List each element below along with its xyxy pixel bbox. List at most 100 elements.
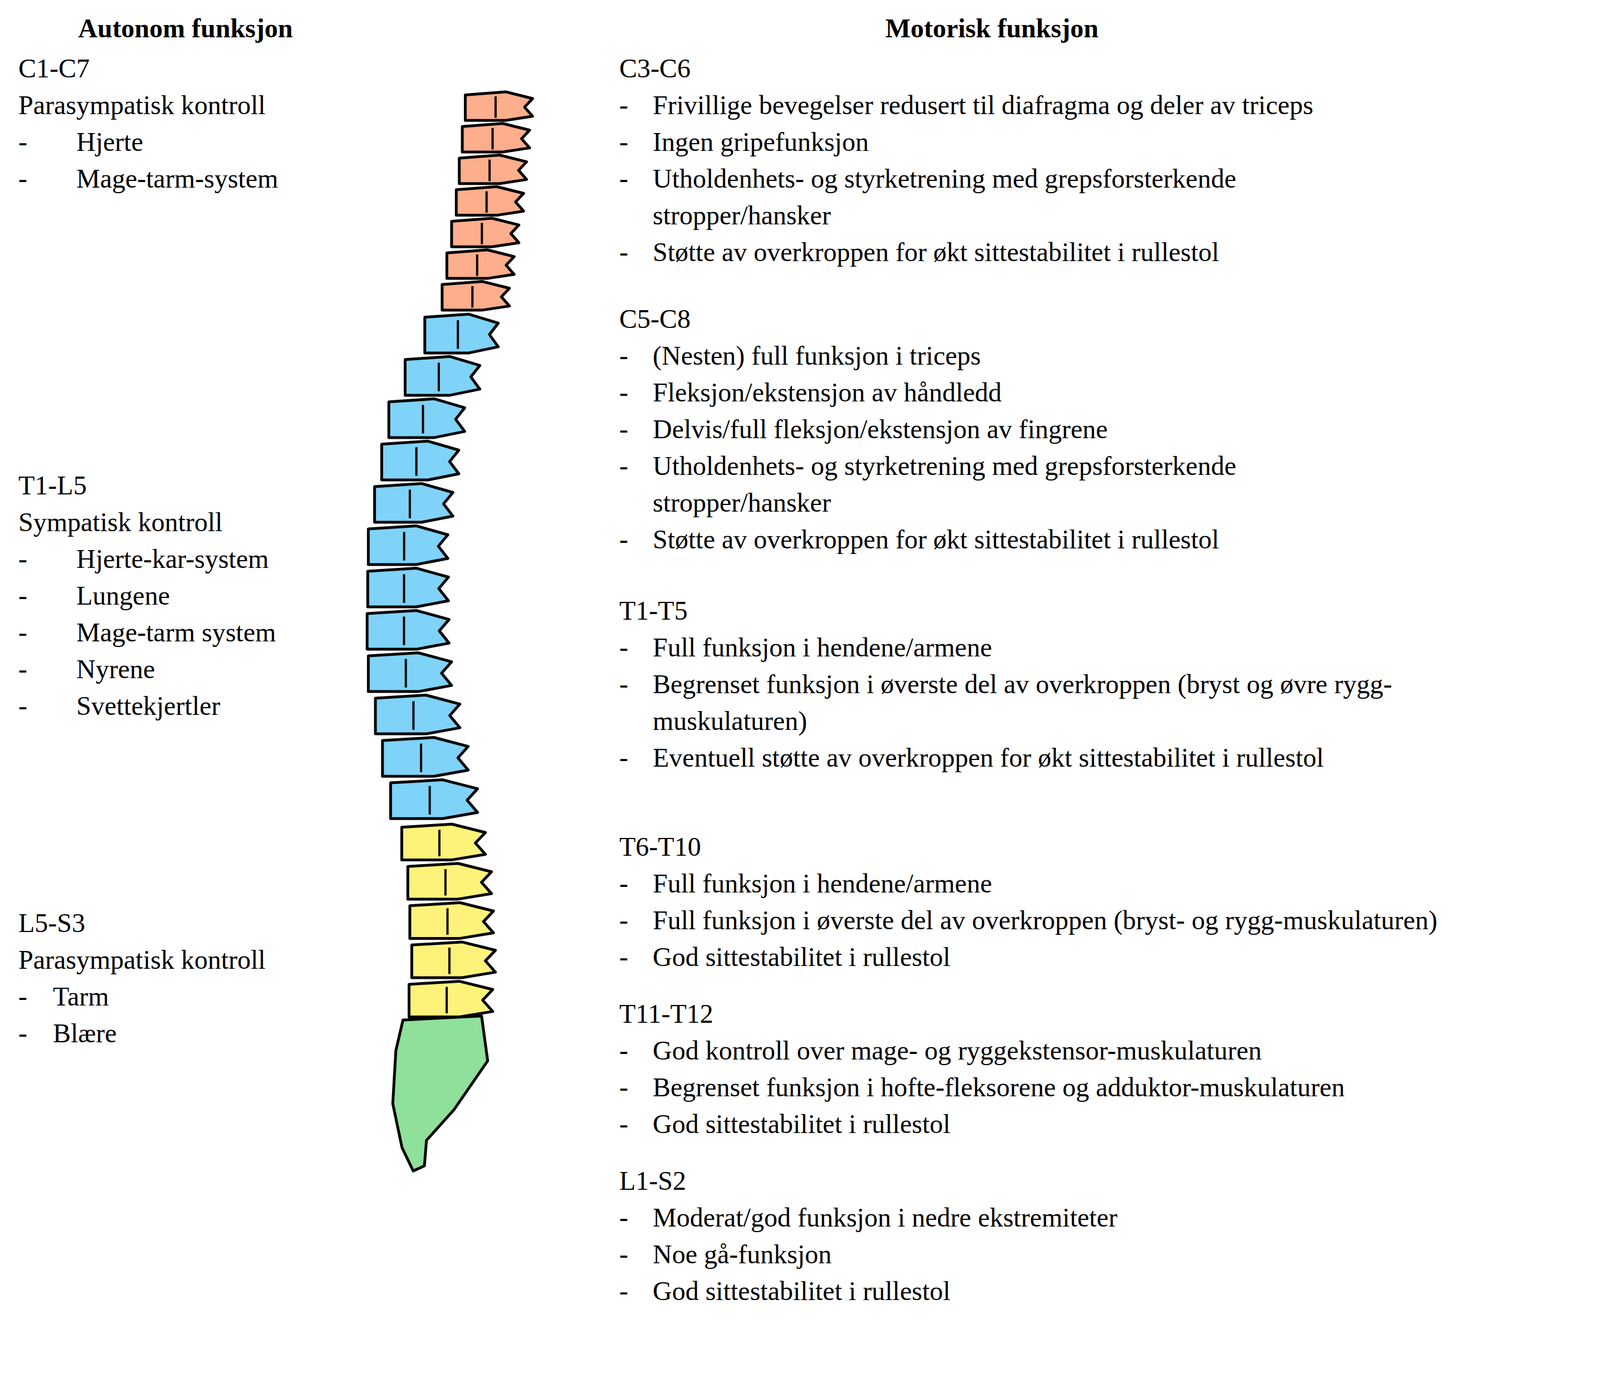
vertebra-line — [428, 786, 432, 815]
vertebra — [381, 441, 459, 481]
list-text: Fleksjon/ekstensjon av håndledd — [652, 374, 1002, 411]
list-text: T6-T10 — [619, 828, 702, 866]
list-text: Moderat/god funksjon i nedre ekstremitet… — [652, 1199, 1118, 1237]
vertebra-line — [408, 489, 411, 518]
vertebra-line — [446, 908, 449, 936]
vertebra-line — [412, 701, 415, 731]
vertebra — [411, 942, 496, 978]
list-text: Noe gå-funksjon — [652, 1236, 832, 1274]
list-item: Begrenset funksjon i øverste del av over… — [652, 666, 1461, 740]
bullet-dash: - — [619, 1032, 629, 1070]
vertebra — [409, 902, 494, 939]
bullet-dash: - — [619, 902, 629, 939]
vertebra-line — [471, 286, 474, 308]
bullet-dash: - — [619, 865, 629, 903]
vertebra — [367, 568, 449, 608]
vertebra-line — [444, 869, 447, 896]
vertebra-line — [403, 531, 406, 561]
bullet-dash: - — [619, 233, 629, 271]
column-heading: Autonom funksjon — [77, 10, 293, 47]
list-text: Frivillige bevegelser redusert til diafr… — [652, 86, 1314, 124]
vertebra-line — [476, 254, 479, 277]
bullet-dash: - — [619, 1106, 629, 1143]
bullet-dash: - — [18, 1015, 28, 1053]
bullet-dash: - — [619, 1069, 629, 1107]
bullet-dash: - — [619, 938, 629, 976]
sacrum — [392, 1016, 488, 1172]
list-text: Svettekjertler — [76, 687, 221, 725]
vertebra — [456, 186, 524, 215]
bullet-dash: - — [18, 540, 28, 578]
vertebra-line — [403, 574, 406, 603]
vertebra-line — [491, 128, 494, 150]
bullet-dash: - — [619, 739, 629, 777]
list-text: God sittestabilitet i rullestol — [652, 1106, 951, 1143]
vertebra-line — [494, 96, 497, 119]
list-text: Parasympatisk kontroll — [18, 941, 266, 979]
bullet-dash: - — [619, 160, 629, 198]
bullet-dash: - — [619, 1273, 629, 1310]
vertebra — [368, 653, 452, 693]
vertebra — [382, 737, 469, 777]
bullet-dash: - — [18, 123, 28, 161]
list-text: Hjerte — [76, 123, 144, 161]
bullet-dash: - — [18, 160, 28, 198]
vertebra — [462, 123, 530, 153]
vertebra-line — [456, 320, 459, 349]
bullet-dash: - — [18, 687, 28, 725]
bullet-dash: - — [18, 614, 28, 652]
list-text: Mage-tarm-system — [76, 160, 279, 198]
list-text: Mage-tarm system — [76, 614, 277, 652]
bullet-dash: - — [619, 337, 629, 375]
bullet-dash: - — [619, 666, 629, 703]
list-text: C5-C8 — [619, 300, 691, 338]
list-text: C3-C6 — [619, 50, 691, 87]
vertebra — [424, 314, 499, 354]
list-text: Hjerte-kar-system — [76, 540, 269, 578]
list-text: T11-T12 — [619, 995, 714, 1033]
vertebra — [375, 695, 461, 735]
vertebra-line — [480, 222, 483, 245]
bullet-dash: - — [619, 629, 629, 667]
vertebra — [465, 91, 533, 121]
list-text: Lungene — [76, 577, 170, 615]
vertebra-line — [422, 404, 425, 434]
list-text: T1-L5 — [18, 467, 87, 505]
bullet-dash: - — [18, 651, 28, 688]
list-text: L5-S3 — [18, 904, 86, 942]
list-text: T1-T5 — [619, 592, 688, 630]
bullet-dash: - — [18, 577, 28, 615]
vertebra-line — [485, 191, 488, 214]
vertebra-line — [419, 744, 423, 773]
list-text: Full funksjon i hendene/armene — [652, 629, 992, 667]
list-text: God sittestabilitet i rullestol — [652, 938, 951, 976]
bullet-dash: - — [619, 447, 629, 485]
list-text: Eventuell støtte av overkroppen for økt … — [652, 739, 1324, 777]
vertebra — [390, 780, 478, 820]
bullet-dash: - — [619, 86, 629, 124]
vertebra-line — [437, 362, 440, 391]
list-item: Utholdenhets- og styrketrening med greps… — [652, 160, 1377, 234]
list-text: God kontroll over mage- og ryggekstensor… — [652, 1032, 1262, 1070]
vertebra — [405, 356, 481, 396]
vertebra-line — [404, 659, 408, 688]
column-heading: Motorisk funksjon — [885, 10, 1099, 47]
vertebra — [451, 218, 520, 247]
vertebra-line — [488, 159, 491, 182]
vertebra — [442, 281, 510, 311]
bullet-dash: - — [619, 521, 629, 559]
list-text: Full funksjon i hendene/armene — [652, 865, 992, 903]
vertebra — [374, 483, 454, 523]
list-text: Nyrene — [76, 651, 155, 688]
list-text: Begrenset funksjon i hofte-fleksorene og… — [652, 1069, 1345, 1107]
list-text: (Nesten) full funksjon i triceps — [652, 337, 981, 375]
bullet-dash: - — [18, 978, 28, 1016]
list-text: Delvis/full fleksjon/ekstensjon av fingr… — [652, 410, 1108, 448]
vertebra — [368, 525, 448, 565]
bullet-dash: - — [619, 1236, 629, 1274]
bullet-dash: - — [619, 1199, 629, 1237]
list-text: God sittestabilitet i rullestol — [652, 1273, 951, 1310]
bullet-dash: - — [619, 410, 629, 448]
vertebra — [407, 863, 492, 900]
vertebra — [367, 610, 449, 650]
